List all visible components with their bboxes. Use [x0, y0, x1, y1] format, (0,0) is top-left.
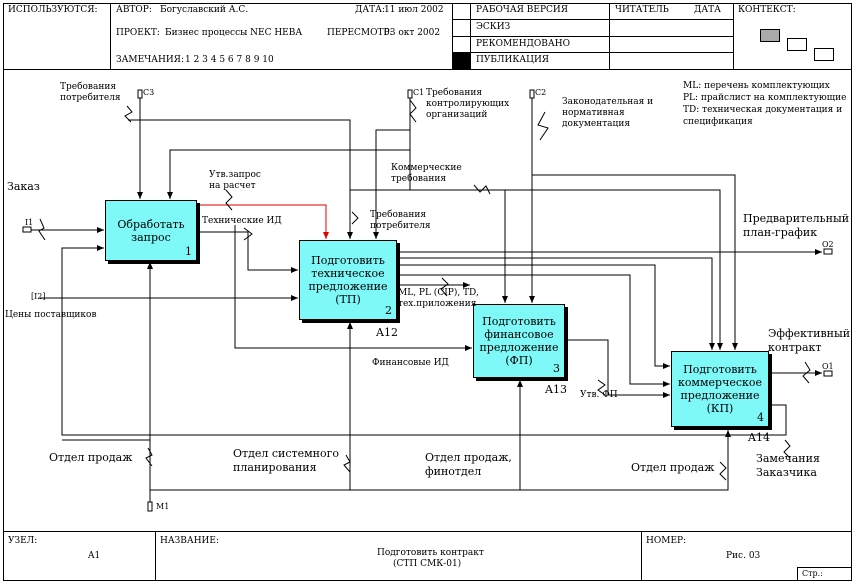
box-ref-a13: A13 — [545, 383, 567, 396]
revision-value: 03 окт 2002 — [384, 28, 441, 38]
label-consumer-requirements-2: Требования потребителя — [370, 210, 431, 231]
reader-label: ЧИТАТЕЛЬ — [615, 5, 669, 15]
tunnel-i2-label: [I2] — [31, 292, 46, 301]
activity-box-number: 3 — [553, 362, 560, 375]
label-preliminary-plan: Предварительный план-график — [743, 212, 850, 239]
activity-box-label: Обработать запрос — [117, 217, 185, 244]
author-label: АВТОР: — [116, 5, 152, 15]
title-label: НАЗВАНИЕ: — [160, 536, 220, 546]
number-value: Рис. 03 — [726, 551, 761, 561]
header-block — [3, 3, 852, 70]
tunnel-o1 — [823, 370, 833, 377]
tunnel-m1-label: M1 — [156, 502, 170, 511]
box-ref-a12: A12 — [376, 326, 398, 339]
activity-box-number: 2 — [385, 304, 392, 317]
tunnel-o2-label: O2 — [822, 240, 834, 249]
activity-box-number: 1 — [185, 245, 192, 258]
label-approved-request: Утв.запрос на расчет — [209, 170, 261, 191]
activity-box-technical-proposal[interactable]: Подготовить техническое предложение (ТП)… — [299, 240, 397, 320]
label-law-docs: Законодательная и нормативная документац… — [562, 97, 654, 129]
page-label: Стр.: — [802, 569, 823, 578]
context-box — [787, 38, 807, 51]
label-ml-pl-td: ML, PL (CIP), TD, тех.приложения — [398, 288, 479, 309]
title-line1: Подготовить контракт — [377, 548, 484, 558]
reader-date-label: ДАТА — [694, 5, 721, 15]
footer-block — [3, 531, 852, 581]
activity-box-number: 4 — [757, 411, 764, 424]
date-value: 11 июл 2002 — [384, 5, 444, 15]
legend-line: спецификация — [683, 117, 753, 127]
status-draft: ЭСКИЗ — [476, 22, 511, 32]
tunnel-c3-label: C3 — [143, 88, 155, 97]
label-technical-id: Технические ИД — [202, 216, 282, 226]
author-value: Богуславский А.С. — [160, 5, 249, 15]
activity-box-process-request[interactable]: Обработать запрос 1 — [105, 200, 197, 261]
context-box — [814, 48, 834, 61]
label-control-requirements: Требования контролирующих организаций — [426, 88, 510, 120]
date-label: ДАТА: — [355, 5, 385, 15]
label-sales-finance: Отдел продаж, финотдел — [425, 451, 512, 478]
legend-line: PL: прайслист на комплектующие — [683, 93, 847, 103]
tunnel-i1-label: I1 — [25, 218, 34, 227]
activity-box-financial-proposal[interactable]: Подготовить финансовое предложение (ФП) … — [473, 304, 565, 378]
box-ref-a14: A14 — [748, 431, 770, 444]
activity-box-label: Подготовить техническое предложение (ТП) — [308, 254, 388, 306]
project-value: Бизнес процессы NEC НЕВА — [165, 28, 303, 38]
node-label: УЗЕЛ: — [8, 536, 38, 546]
project-label: ПРОЕКТ: — [116, 28, 160, 38]
label-order: Заказ — [7, 180, 40, 193]
title-line2: (СТП СМК-01) — [393, 559, 462, 569]
legend-line: TD: техническая документация и — [683, 105, 843, 115]
label-consumer-requirements: Требования потребителя — [60, 82, 121, 103]
tunnel-c2 — [529, 89, 535, 99]
used-label: ИСПОЛЬЗУЮТСЯ: — [8, 5, 98, 15]
label-supplier-prices: Цены поставщиков — [5, 310, 97, 320]
tunnel-m1 — [147, 501, 153, 512]
revision-label: ПЕРЕСМОТР: — [327, 28, 393, 38]
label-effective-contract: Эффективный контракт — [768, 327, 851, 354]
tunnel-o1-label: O1 — [822, 362, 834, 371]
approved-request-arrow — [196, 204, 329, 239]
label-sales-department-2: Отдел продаж — [631, 461, 715, 474]
tunnel-c1-label: C1 — [413, 88, 425, 97]
tunnel-c3 — [137, 89, 143, 99]
tunnel-c1 — [407, 89, 413, 99]
tunnel-o2 — [823, 248, 833, 255]
publication-marker — [453, 53, 470, 69]
activity-box-label: Подготовить коммерческое предложение (КП… — [677, 363, 763, 415]
activity-box-label: Подготовить финансовое предложение (ФП) — [479, 315, 559, 367]
node-value: A1 — [88, 551, 101, 561]
notes-label: ЗАМЕЧАНИЯ: — [116, 55, 184, 65]
label-commercial-requirements: Коммерческие требования — [391, 163, 462, 184]
status-publication: ПУБЛИКАЦИЯ — [476, 55, 550, 65]
context-box-active — [760, 29, 780, 42]
legend-line: ML: перечень комплектующих — [683, 81, 830, 91]
status-recommended: РЕКОМЕНДОВАНО — [476, 39, 570, 49]
label-sales-department: Отдел продаж — [49, 451, 133, 464]
diagram-frame — [3, 3, 852, 581]
number-label: НОМЕР: — [646, 536, 687, 546]
label-financial-id: Финансовые ИД — [372, 358, 449, 368]
notes-value: 1 2 3 4 5 6 7 8 9 10 — [185, 55, 274, 65]
context-label: КОНТЕКСТ: — [738, 5, 796, 15]
label-system-planning: Отдел системного планирования — [233, 447, 340, 474]
label-customer-notes: Замечания Заказчика — [756, 452, 820, 479]
label-approved-fp: Утв. ФП — [580, 390, 618, 400]
activity-box-commercial-proposal[interactable]: Подготовить коммерческое предложение (КП… — [671, 351, 769, 427]
tunnel-c2-label: C2 — [535, 88, 547, 97]
status-working: РАБОЧАЯ ВЕРСИЯ — [476, 5, 569, 15]
